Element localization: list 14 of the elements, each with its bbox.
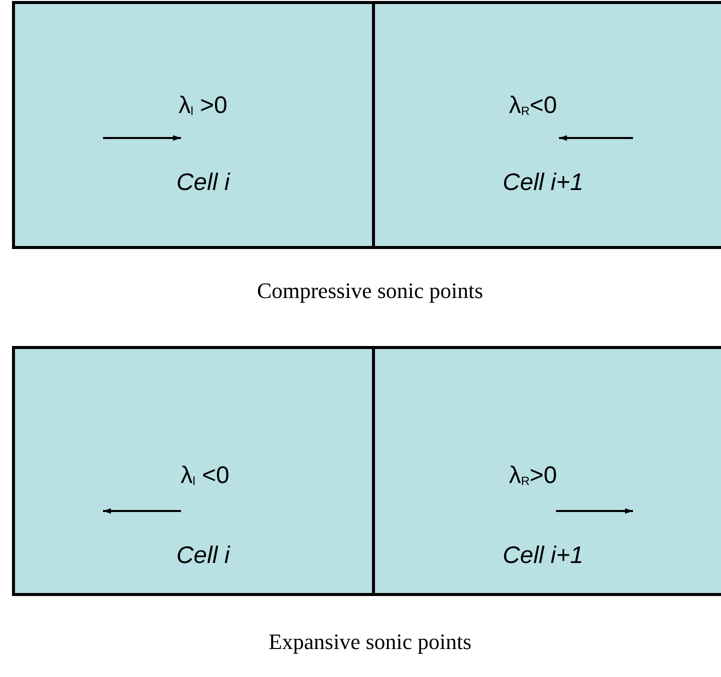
eigenvalue-label: λ$_{l}$ <0 bbox=[180, 464, 230, 488]
cell-box bbox=[12, 346, 375, 596]
cell-box bbox=[372, 1, 721, 249]
eigenvalue-label: λ$_{R}$>0 bbox=[508, 464, 558, 488]
eigenvalue-label: λ$_{l}$ >0 bbox=[178, 94, 228, 118]
caption: Compressive sonic points bbox=[256, 280, 484, 302]
caption: Expansive sonic points bbox=[268, 631, 472, 653]
eigenvalue-label: λ$_{R}$<0 bbox=[508, 94, 558, 118]
cell-label: Cell i+1 bbox=[502, 544, 584, 568]
cell-label: Cell i bbox=[176, 171, 230, 195]
cell-box bbox=[12, 1, 375, 249]
cell-label: Cell i+1 bbox=[502, 171, 584, 195]
cell-label: Cell i bbox=[176, 544, 230, 568]
cell-box bbox=[372, 346, 721, 596]
